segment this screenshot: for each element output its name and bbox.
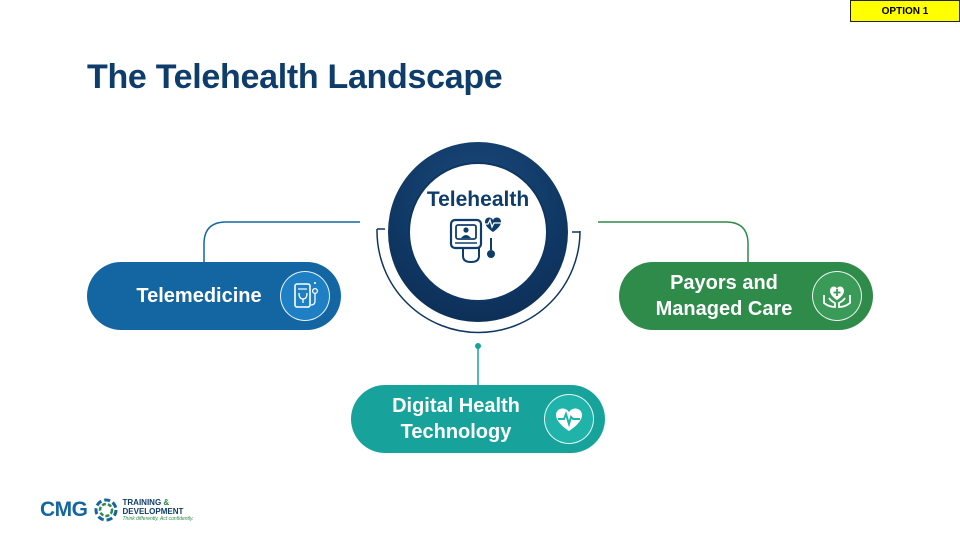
digital-label-line1: Digital Health <box>392 395 520 417</box>
logo-brand: CMG <box>40 498 88 521</box>
logo-line2: DEVELOPMENT <box>122 506 184 516</box>
hub-outer-arc <box>376 229 581 334</box>
node-telemedicine: Telemedicine <box>87 262 341 330</box>
digital-label-line2: Technology <box>400 421 512 443</box>
hub-label: Telehealth <box>426 188 530 211</box>
telemedicine-label: Telemedicine <box>136 285 262 307</box>
payors-label-line2: Managed Care <box>655 298 793 320</box>
digital-label: Digital Health Technology <box>369 393 543 445</box>
telehealth-device-icon <box>449 217 503 264</box>
slide-title: The Telehealth Landscape <box>87 58 503 96</box>
hub-inner-circle <box>408 162 548 302</box>
payors-label: Payors and Managed Care <box>629 270 819 322</box>
logo-ring-icon <box>94 498 117 522</box>
hands-heart-icon <box>812 271 862 321</box>
connector-digital-dot <box>475 343 481 349</box>
payors-label-line1: Payors and <box>670 272 778 294</box>
connector-telemedicine <box>203 221 360 262</box>
node-digital: Digital Health Technology <box>351 385 605 453</box>
connector-payors <box>598 221 749 262</box>
telehealth-hub: Telehealth <box>388 142 568 322</box>
logo-tagline: Think differently. Act confidently. <box>122 515 194 522</box>
logo-line1: TRAINING & <box>122 497 170 507</box>
cmg-logo: CMG TRAINING & DEVELOPMENT Think differe… <box>40 496 194 524</box>
tablet-stethoscope-icon <box>280 271 330 321</box>
node-payors: Payors and Managed Care <box>619 262 873 330</box>
heartbeat-icon <box>544 394 594 444</box>
hub-outer-arc-caps <box>377 228 580 233</box>
